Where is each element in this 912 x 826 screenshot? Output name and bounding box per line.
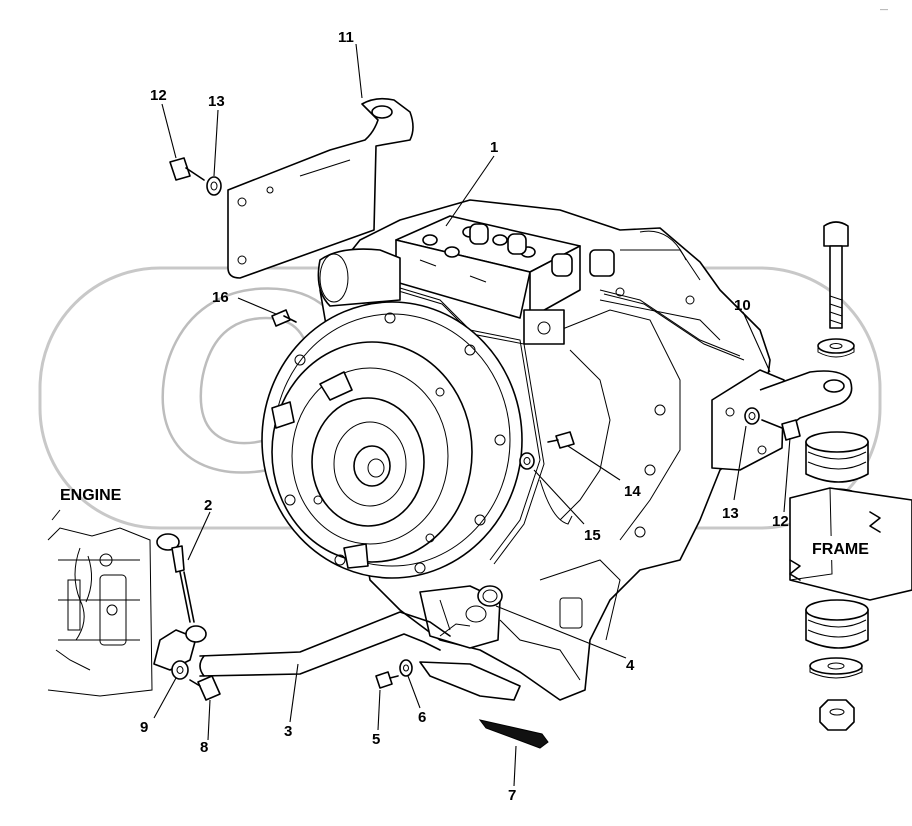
callout-9: 9 — [140, 719, 148, 736]
part-3-filler-tube — [153, 611, 471, 677]
callout-1: 1 — [490, 139, 498, 156]
engine-block — [47, 509, 153, 697]
part-4-o-ring — [477, 585, 503, 607]
part-12-bolt-upper — [169, 157, 205, 181]
callout-6: 6 — [418, 709, 426, 726]
callout-7: 7 — [508, 787, 516, 804]
part-11-bracket — [227, 97, 414, 279]
callout-15: 15 — [584, 527, 601, 544]
part-13-washer-upper — [206, 176, 222, 196]
callout-3: 3 — [284, 723, 292, 740]
callout-14: 14 — [624, 483, 641, 500]
frame-mount-stack — [789, 221, 912, 731]
callout-2: 2 — [204, 497, 212, 514]
callout-4: 4 — [626, 657, 635, 674]
part-14-bolt — [547, 431, 575, 449]
leader-lines — [153, 43, 791, 787]
part-13-washer-right — [744, 407, 760, 425]
part-6-washer — [399, 659, 413, 677]
part-15-washer — [519, 452, 535, 470]
frame-label: FRAME — [812, 541, 869, 558]
part-16-screw — [271, 309, 297, 327]
corner-mark: — — [880, 5, 888, 14]
part-8-bolt — [189, 675, 221, 701]
torque-converter-housing — [261, 301, 523, 579]
part-1-control-valve — [395, 215, 615, 345]
part-2-dipstick — [156, 533, 195, 623]
callout-11: 11 — [338, 29, 354, 46]
input-shaft-stub — [317, 248, 401, 307]
callout-13-upper: 13 — [208, 93, 225, 110]
frame-label-bg — [806, 536, 876, 560]
drain-tube — [539, 479, 573, 525]
part-5-bolt — [375, 671, 399, 689]
callout-13-right: 13 — [722, 505, 739, 522]
callout-10: 10 — [734, 297, 751, 314]
engine-label: ENGINE — [60, 487, 122, 504]
callout-8: 8 — [200, 739, 208, 756]
part-12-bolt-right — [761, 419, 801, 441]
part-9-washer — [171, 660, 189, 680]
callout-5: 5 — [372, 731, 380, 748]
callout-12-right: 12 — [772, 513, 789, 530]
part-7-gasket — [478, 719, 549, 749]
callout-16: 16 — [212, 289, 229, 306]
tube-clamp-bracket — [419, 661, 521, 701]
callout-12-upper: 12 — [150, 87, 167, 104]
